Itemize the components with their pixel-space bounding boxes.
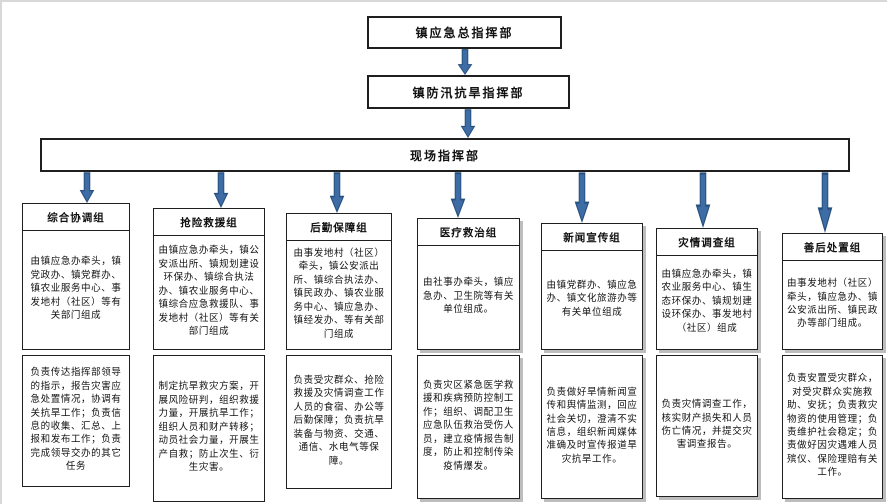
node-group-investigation: 灾情调查组 由镇应急办牵头，镇农业服务中心、镇生态环保办、镇规划建设环保办、事发… — [656, 228, 758, 350]
node-group-logistics-duties: 负责受灾群众、抢险救援及灾情调查工作人员的食宿、办公等后勤保障；负责抗旱装备与物… — [286, 355, 392, 489]
arrow-down-icon — [695, 172, 711, 228]
group-title: 综合协调组 — [23, 204, 129, 231]
node-group-coordination-duties: 负责传达指挥部领导的指示，报告灾害应急处置情况，协调有关抗旱工作；负责信息的收集… — [22, 355, 130, 487]
node-label: 镇应急总指挥部 — [415, 26, 514, 40]
group-duties: 负责灾区紧急医学救援和疾病预防控制工作；组织、调配卫生应急队伍救治受伤人员，建立… — [423, 380, 514, 472]
node-group-aftermath-duties: 负责安置受灾群众，对受灾群众实施救助、安抚；负责救灾物资的使用管理；负责维护社会… — [782, 355, 883, 499]
group-duties: 负责安置受灾群众，对受灾群众实施救助、安抚；负责救灾物资的使用管理；负责维护社会… — [787, 374, 878, 479]
group-composition: 由镇应急办牵头，镇公安派出所、镇规划建设环保办、镇综合执法办、镇农业服务中心、镇… — [158, 246, 260, 338]
node-group-medical: 医疗救治组 由社事办牵头，镇应急办、卫生院等有关单位组成。 — [417, 218, 520, 350]
group-duties: 负责灾情调查工作，核实财产损失和人员伤亡情况，并提交灾害调查报告。 — [661, 400, 753, 451]
arrow-down-icon — [79, 172, 95, 203]
node-group-coordination: 综合协调组 由镇应急办牵头，镇党政办、镇党群办、镇农业服务中心、事发地村（社区）… — [22, 203, 130, 350]
group-composition: 由镇应急办牵头，镇农业服务中心、镇生态环保办、镇规划建设环保办、事发地村（社区）… — [661, 269, 753, 334]
group-title: 灾情调查组 — [657, 229, 757, 256]
group-composition: 由镇应急办牵头，镇党政办、镇党群办、镇农业服务中心、事发地村（社区）等有关部门组… — [30, 257, 122, 322]
node-flood-drought-hq: 镇防汛抗旱指挥部 — [367, 75, 570, 109]
group-duties: 负责做好旱情新闻宣传和舆情监测，回应社会关切，澄清不实信息，组织新闻媒体准确及时… — [546, 387, 638, 465]
node-label: 镇防汛抗旱指挥部 — [412, 85, 525, 100]
group-composition: 由事发地村（社区）牵头，镇应急办、镇公安派出所、镇民政办等部门组成。 — [787, 279, 878, 330]
group-title: 抢险救援组 — [154, 209, 264, 236]
group-title: 医疗救治组 — [418, 219, 519, 246]
group-title: 后勤保障组 — [287, 214, 391, 241]
group-title: 新闻宣传组 — [542, 224, 642, 251]
node-group-rescue: 抢险救援组 由镇应急办牵头，镇公安派出所、镇规划建设环保办、镇综合执法办、镇农业… — [153, 208, 265, 350]
arrow-down-icon — [213, 172, 229, 208]
node-onsite-hq: 现场指挥部 — [40, 138, 850, 172]
arrow-down-icon — [817, 172, 833, 233]
group-composition: 由社事办牵头，镇应急办、卫生院等有关单位组成。 — [423, 278, 514, 316]
group-composition: 由镇党群办、镇应急办、镇文化旅游办等有关单位组成 — [546, 280, 638, 318]
group-duties: 负责受灾群众、抢险救援及灾情调查工作人员的食宿、办公等后勤保障；负责抗旱装备与物… — [293, 375, 385, 467]
node-group-news: 新闻宣传组 由镇党群办、镇应急办、镇文化旅游办等有关单位组成 — [541, 223, 643, 350]
node-group-news-duties: 负责做好旱情新闻宣传和舆情监测，回应社会关切，澄清不实信息，组织新闻媒体准确及时… — [541, 355, 643, 499]
group-title: 善后处置组 — [783, 234, 882, 261]
node-group-logistics: 后勤保障组 由事发地村（社区）牵头，镇公安派出所、镇综合执法办、镇民政办、镇农业… — [286, 213, 392, 350]
group-duties: 负责传达指挥部领导的指示，报告灾害应急处置情况，协调有关抗旱工作；负责信息的收集… — [30, 368, 122, 473]
node-group-rescue-duties: 制定抗旱救灾方案，开展风险研判，组织救援力量，开展抗旱工作；组织人员和财产转移；… — [153, 355, 265, 502]
group-duties: 制定抗旱救灾方案，开展风险研判，组织救援力量，开展抗旱工作；组织人员和财产转移；… — [158, 382, 260, 474]
node-label: 现场指挥部 — [409, 148, 480, 163]
node-group-aftermath: 善后处置组 由事发地村（社区）牵头，镇应急办、镇公安派出所、镇民政办等部门组成。 — [782, 233, 883, 350]
node-group-medical-duties: 负责灾区紧急医学救援和疾病预防控制工作；组织、调配卫生应急队伍救治受伤人员，建立… — [417, 355, 520, 499]
arrow-down-icon — [574, 172, 590, 223]
arrow-down-icon — [457, 49, 473, 75]
node-town-emergency-general-hq: 镇应急总指挥部 — [367, 16, 562, 49]
arrow-down-icon — [450, 172, 466, 218]
node-group-investigation-duties: 负责灾情调查工作，核实财产损失和人员伤亡情况，并提交灾害调查报告。 — [656, 355, 758, 497]
group-composition: 由事发地村（社区）牵头，镇公安派出所、镇综合执法办、镇民政办、镇农业服务中心、镇… — [293, 248, 385, 340]
arrow-down-icon — [460, 109, 476, 138]
arrow-down-icon — [329, 172, 345, 213]
